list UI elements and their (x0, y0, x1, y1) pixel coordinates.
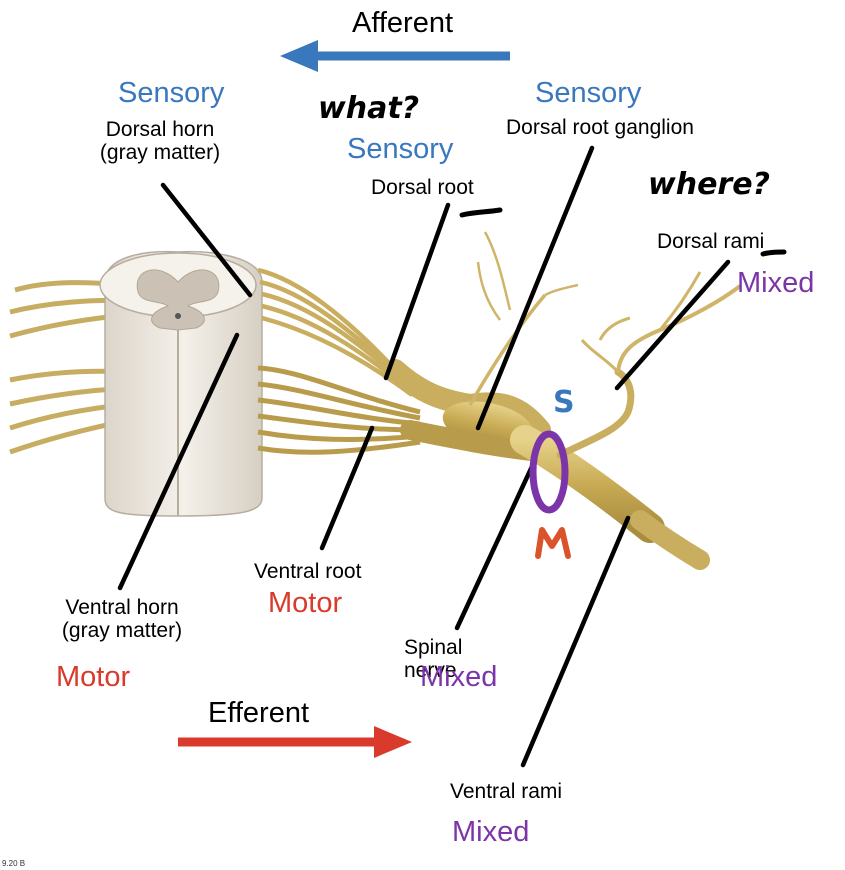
what-note: what? (318, 91, 420, 126)
efferent-arrow (178, 726, 412, 758)
ventral-horn-leader (117, 332, 240, 591)
ventral-horn-line2: (gray matter) (61, 619, 183, 643)
leader-lines (117, 145, 731, 768)
ganglion-label: Dorsal root ganglion (506, 116, 694, 139)
dorsal-horn-label: Dorsal horn (gray matter) (82, 118, 238, 164)
m-mark-shape (535, 527, 571, 559)
efferent-label: Efferent (208, 697, 310, 729)
spinal-nerve-line2: nerve (404, 659, 457, 683)
dorsal-horn-line2: (gray matter) (99, 141, 221, 165)
ventral-rami-leader (520, 515, 631, 768)
dorsal-rami-label: Dorsal rami (657, 230, 765, 253)
ventral-root-category: Motor (268, 587, 343, 619)
m-mark-text: M (0, 0, 1, 1)
ventral-horn-label: Ventral horn (gray matter) (44, 596, 200, 642)
spinal-nerve-line1: Spinal (404, 636, 463, 659)
spinal-nerve-circle (529, 430, 569, 514)
ventral-rami-category: Mixed (452, 816, 530, 848)
dorsal-root-category: Sensory (347, 133, 454, 165)
ganglion-leader (475, 145, 595, 431)
spinal-nerve-category: Mixed (420, 661, 498, 693)
ganglion-category: Sensory (535, 77, 642, 109)
ventral-root-label: Ventral root (254, 560, 362, 583)
dorsal-root-label: Dorsal root (371, 176, 474, 199)
dorsal-horn-line1: Dorsal horn (105, 118, 215, 141)
afferent-label: Afferent (352, 7, 454, 39)
figure-number: 9.20 B (2, 859, 26, 868)
s-mark: S (553, 385, 575, 420)
dorsal-root-leader (383, 202, 451, 381)
dorsal-rami-category: Mixed (737, 267, 815, 299)
ventral-rami-label: Ventral rami (450, 780, 563, 803)
ventral-horn-line1: Ventral horn (65, 596, 179, 619)
ventral-rootlets (257, 365, 421, 455)
ventral-root-leader (319, 425, 375, 551)
hand-underlines (459, 207, 787, 257)
dorsal-horn-category: Sensory (118, 77, 225, 109)
sm-annotation (529, 430, 571, 559)
dorsal-rami-leader (614, 259, 731, 391)
spinal-nerve-label: Spinal nerve (404, 636, 462, 682)
spinal-cord-segment (99, 250, 263, 517)
ventral-horn-category: Motor (56, 661, 131, 693)
where-note: where? (648, 167, 770, 202)
afferent-arrow (280, 40, 510, 72)
spinal-nerve-leader (454, 457, 538, 631)
dorsal-horn-leader (160, 182, 253, 298)
